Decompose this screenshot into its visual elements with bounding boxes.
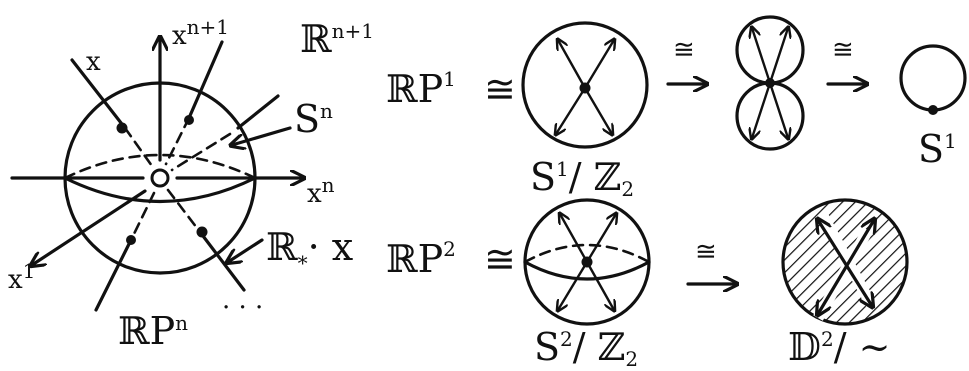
label-x: x: [86, 47, 101, 77]
line-pointer-arrow: [228, 238, 264, 262]
point-two: [184, 115, 194, 125]
row1-arrow-3: [556, 86, 587, 134]
label-x-axis-right: xn: [307, 173, 335, 209]
line-two-outer: [187, 40, 224, 120]
row1-iso-arrow-1: ≅: [666, 35, 706, 84]
sphere-figure: [10, 38, 303, 312]
row1-result-point: [928, 105, 938, 115]
row1-center: [579, 82, 591, 94]
row1-eight-arrow-3: [752, 81, 772, 138]
row2-center: [581, 256, 593, 268]
row1-result-circle: [899, 44, 967, 115]
line-three-inner: [170, 132, 232, 172]
row2-quotient-label: S2/ ℤ2: [534, 325, 638, 371]
line-three-outer: [236, 94, 280, 130]
row1-eight-center: [765, 78, 775, 88]
equator-back: [63, 153, 257, 180]
row2-iso-arrow-symbol: ≅: [695, 237, 717, 267]
row1-arrow-1: [558, 40, 587, 90]
row1-iso-arrow-2-symbol: ≅: [832, 35, 854, 65]
axis-diagonal: [32, 189, 147, 265]
row1-figure-eight: [735, 15, 805, 151]
sphere-pointer-arrow: [232, 126, 292, 145]
row1-circle: [521, 21, 649, 149]
line-through-x-inner-2: [166, 188, 202, 234]
line-through-x-inner: [123, 126, 154, 168]
label-x-axis-top: xn+1: [172, 15, 229, 51]
label-proj-space: ℝPn: [118, 309, 188, 353]
origin: [150, 168, 170, 188]
row2-sphere-quotient: [523, 198, 651, 326]
row1-eight-arrow-2: [768, 28, 788, 85]
row1-eight-arrow-4: [768, 81, 788, 138]
row1-lower-loop: [735, 81, 805, 151]
row1-lhs: ℝP1: [386, 67, 456, 111]
label-space: ℝn+1: [300, 17, 374, 61]
row2-arrow-3: [558, 260, 589, 310]
row1-iso: ≅: [484, 67, 516, 111]
row1-eight-arrow-1: [752, 28, 772, 85]
line-through-x-outer: [70, 58, 127, 130]
row2-iso-arrow: ≅: [686, 237, 736, 284]
row2-lhs: ℝP2: [386, 237, 456, 281]
label-sphere: Sn: [294, 97, 333, 141]
line-through-x-outer-2: [198, 230, 246, 292]
row2-equator-front: [523, 260, 651, 281]
point-x-antipode: [196, 226, 208, 238]
point-two-antipode: [126, 235, 136, 245]
line-two-inner-2: [129, 191, 156, 242]
row1-iso-arrow-2: ≅: [826, 35, 866, 84]
row2-result-label: 𝔻2/ ~: [788, 325, 890, 369]
row2-iso: ≅: [484, 237, 516, 281]
row1-result-loop: [899, 44, 967, 112]
row1-quotient-label: S1/ ℤ2: [530, 155, 634, 201]
line-two-inner: [164, 116, 191, 166]
row2-disk-arrow-2: [818, 220, 872, 306]
row1-result-label: S1: [918, 127, 957, 171]
line-two-outer-2: [94, 238, 133, 312]
row1-arrow-4: [583, 86, 612, 134]
label-x-axis-left: x1: [8, 259, 35, 295]
row1-circle-quotient: [521, 21, 649, 149]
label-ellipsis: · · ·: [222, 293, 263, 323]
row2-arrow-1: [560, 214, 589, 264]
row2-arrow-2: [585, 214, 616, 264]
row2-disk: [781, 198, 909, 326]
label-line: ℝ*· x: [266, 225, 353, 275]
row2-arrow-4: [585, 260, 614, 310]
point-x: [116, 122, 128, 134]
row1-arrow-2: [583, 40, 614, 90]
equator-front: [63, 176, 257, 203]
row1-upper-loop: [735, 15, 805, 85]
row1-iso-arrow-1-symbol: ≅: [673, 35, 695, 65]
